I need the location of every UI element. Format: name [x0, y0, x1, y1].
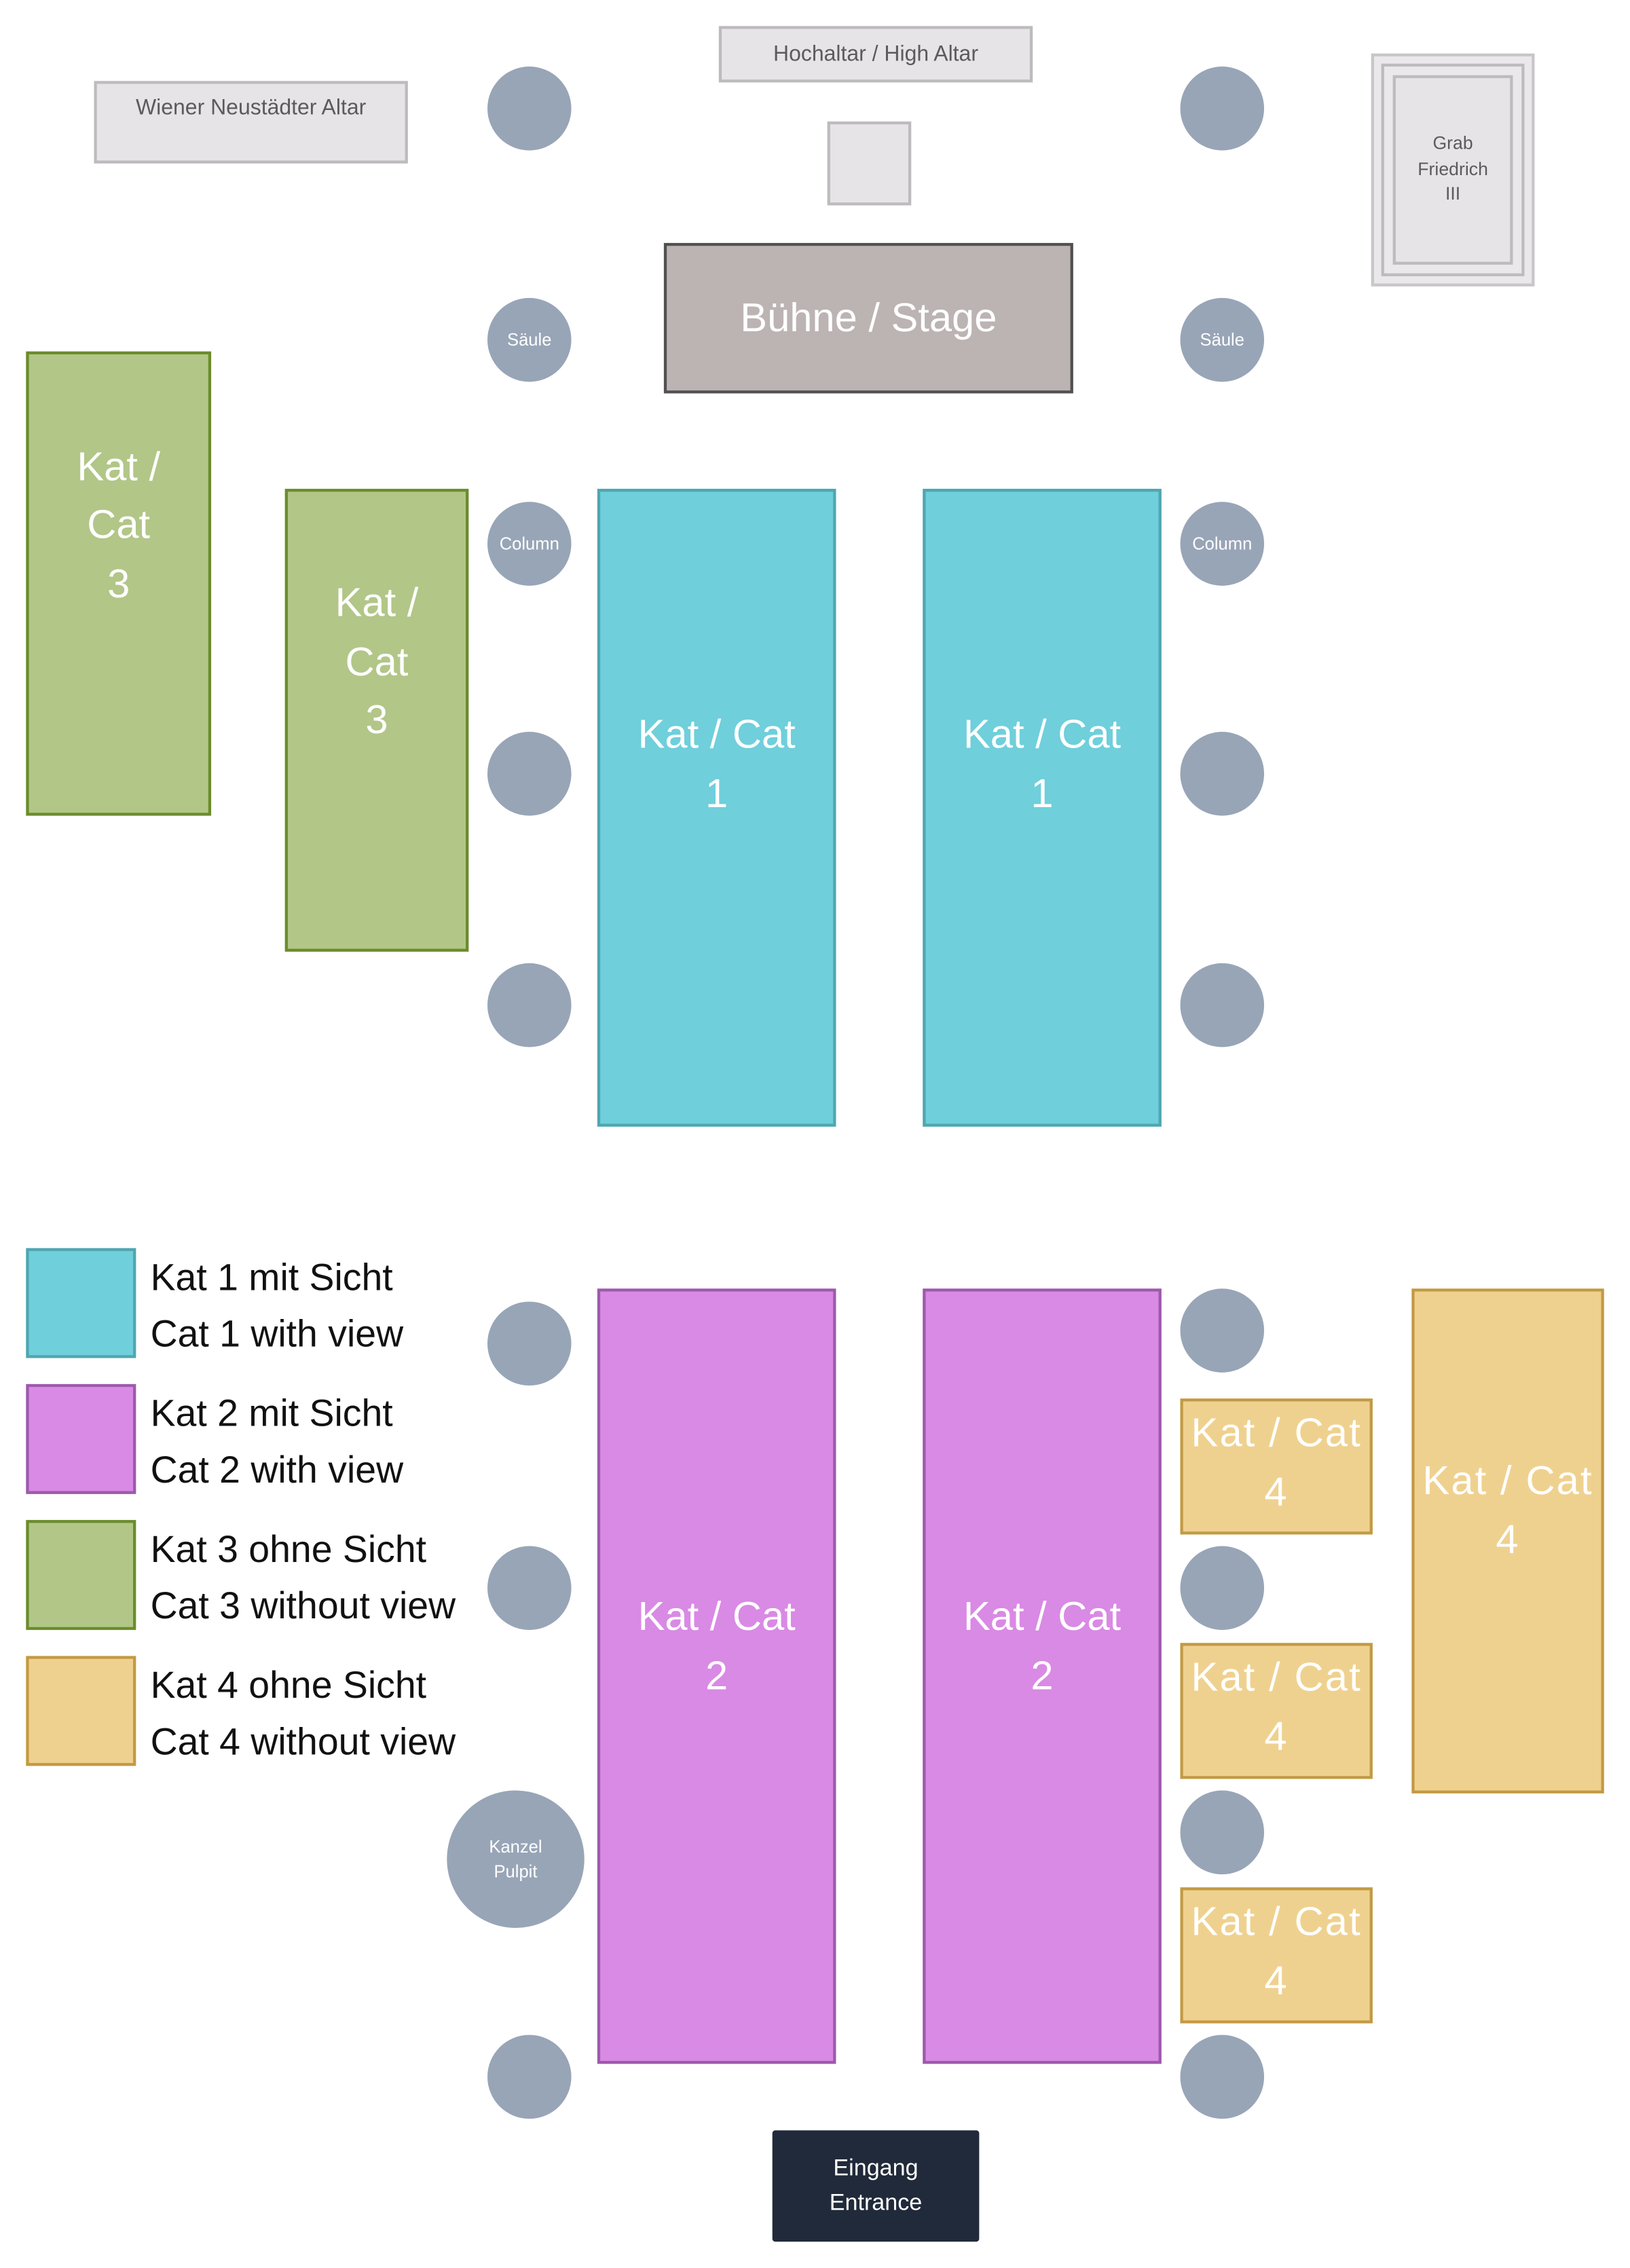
- column-circle: [1180, 963, 1265, 1047]
- legend-label-cat2: Kat 2 mit Sicht Cat 2 with view: [150, 1391, 404, 1491]
- wiener-neustaedter-altar: Wiener Neustädter Altar: [94, 81, 408, 164]
- column-circle: [487, 2034, 572, 2119]
- column-circle: [487, 1301, 572, 1386]
- high-altar: Hochaltar / High Altar: [718, 26, 1033, 83]
- column-circle: [487, 732, 572, 816]
- section-cat2-right[interactable]: Kat / Cat 2: [923, 1288, 1162, 2064]
- column-circle: [1180, 67, 1265, 151]
- column-circle: [1180, 732, 1265, 816]
- altar-table: [827, 121, 912, 206]
- entrance: Eingang Entrance: [772, 2130, 980, 2242]
- column-saeule-left: Säule: [487, 297, 572, 382]
- section-cat4-small-3[interactable]: Kat / Cat 4: [1180, 1887, 1373, 2024]
- legend-label-cat4: Kat 4 ohne Sicht Cat 4 without view: [150, 1663, 456, 1764]
- column-label-right: Column: [1180, 502, 1265, 586]
- legend-label-cat3: Kat 3 ohne Sicht Cat 3 without view: [150, 1527, 456, 1627]
- legend-swatch-cat1: [26, 1248, 136, 1358]
- legend-swatch-cat4: [26, 1656, 136, 1766]
- section-cat3-outer[interactable]: Kat / Cat 3: [26, 351, 212, 816]
- section-cat4-small-2[interactable]: Kat / Cat 4: [1180, 1643, 1373, 1779]
- section-cat1-right[interactable]: Kat / Cat 1: [923, 489, 1162, 1127]
- column-circle: [487, 963, 572, 1047]
- column-saeule-right: Säule: [1180, 297, 1265, 382]
- legend-swatch-cat3: [26, 1520, 136, 1631]
- column-circle: [1180, 2034, 1265, 2119]
- section-cat2-left[interactable]: Kat / Cat 2: [597, 1288, 836, 2064]
- legend-swatch-cat2: [26, 1383, 136, 1494]
- column-circle: [1180, 1546, 1265, 1631]
- section-cat1-left[interactable]: Kat / Cat 1: [597, 489, 836, 1127]
- tomb-friedrich-iii: Grab Friedrich III: [1392, 75, 1513, 265]
- section-cat4-small-1[interactable]: Kat / Cat 4: [1180, 1398, 1373, 1535]
- tomb-frame-middle: [1381, 63, 1525, 276]
- section-cat4-large[interactable]: Kat / Cat 4: [1411, 1288, 1604, 1793]
- section-cat3-inner[interactable]: Kat / Cat 3: [284, 489, 469, 952]
- column-circle: [1180, 1288, 1265, 1373]
- stage: Bühne / Stage: [663, 242, 1073, 394]
- legend-label-cat1: Kat 1 mit Sicht Cat 1 with view: [150, 1255, 404, 1356]
- column-label-left: Column: [487, 502, 572, 586]
- column-circle: [1180, 1790, 1265, 1875]
- pulpit: Kanzel Pulpit: [447, 1790, 585, 1928]
- column-circle: [487, 67, 572, 151]
- column-circle: [487, 1546, 572, 1631]
